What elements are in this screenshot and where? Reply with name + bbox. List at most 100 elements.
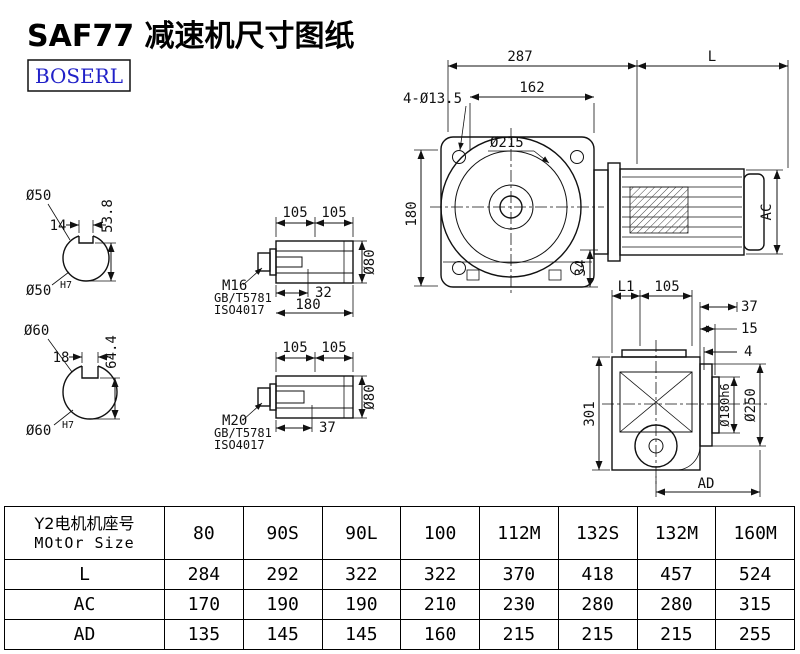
table-header-row: Y2电机机座号 MOtOr Size 80 90S 90L 100 112M 1… xyxy=(4,506,795,560)
fan-cover xyxy=(743,173,765,251)
value-cell: 322 xyxy=(400,559,480,590)
table-row-AC: AC 170 190 190 210 230 280 280 315 xyxy=(4,589,795,620)
dim-180-label: 180 xyxy=(404,201,420,226)
value-cell: 190 xyxy=(321,589,402,620)
dim-AC-label: AC xyxy=(759,204,775,221)
size-cell: 132S xyxy=(557,506,638,560)
bolt-head xyxy=(257,252,271,272)
dim-dia-50-label: Ø50 xyxy=(26,188,51,204)
value-cell: 457 xyxy=(636,559,717,590)
value-cell: 418 xyxy=(557,559,638,590)
shaft-section-50: 14 53.8 Ø50 Ø50 H7 xyxy=(26,188,116,299)
dim-301-label: 301 xyxy=(582,401,598,426)
value-cell: 315 xyxy=(715,589,795,620)
size-cell: 132M xyxy=(636,506,717,560)
value-cell: 292 xyxy=(242,559,323,590)
dim-bore-50-fit-label: H7 xyxy=(60,280,72,291)
motor-adapter xyxy=(593,169,609,255)
value-cell: 160 xyxy=(400,619,480,650)
dim-162-label: 162 xyxy=(519,80,544,96)
bolt-head xyxy=(257,387,271,407)
row-label-cell: L xyxy=(4,559,165,590)
dim-105a-m16-label: 105 xyxy=(282,205,307,221)
dim-105a-m20-label: 105 xyxy=(282,340,307,356)
size-cell: 90L xyxy=(321,506,402,560)
dim-dia-60-label: Ø60 xyxy=(24,323,49,339)
value-cell: 230 xyxy=(479,589,559,620)
dim-105b-m20-label: 105 xyxy=(321,340,346,356)
value-cell: 215 xyxy=(636,619,717,650)
page-title: SAF77 减速机尺寸图纸 xyxy=(27,19,355,54)
dim-spigot-dia-label: Ø180h6 xyxy=(718,383,732,426)
value-cell: 145 xyxy=(321,619,402,650)
dim-flange-dia-label: Ø215 xyxy=(490,135,524,151)
dim-287-label: 287 xyxy=(507,49,532,65)
motor-size-header-cell: Y2电机机座号 MOtOr Size xyxy=(4,506,165,560)
value-cell: 280 xyxy=(636,589,717,620)
dim-34-label: 34 xyxy=(573,260,589,277)
dim-L1-label: L1 xyxy=(618,279,635,295)
size-cell: 160M xyxy=(715,506,795,560)
value-cell: 322 xyxy=(321,559,402,590)
value-cell: 145 xyxy=(242,619,323,650)
dim-bore-60-fit-label: H7 xyxy=(62,420,74,431)
dimension-table: Y2电机机座号 MOtOr Size 80 90S 90L 100 112M 1… xyxy=(4,506,795,650)
row-label-cell: AC xyxy=(4,589,165,620)
hollow-shaft-detail-m20: 105 105 M20 GB/T5781 ISO4017 37 Ø80 xyxy=(214,340,378,452)
bolt-hole xyxy=(570,261,584,275)
dim-37-side-label: 37 xyxy=(741,299,758,315)
output-bore xyxy=(634,424,678,468)
thread-m20-label: M20 xyxy=(222,413,247,429)
dim-bore-60-label: Ø60 xyxy=(26,423,51,439)
shaft-section-60: 18 64.4 Ø60 Ø60 H7 xyxy=(24,323,120,439)
dim-105b-m16-label: 105 xyxy=(321,205,346,221)
value-cell: 524 xyxy=(715,559,795,590)
value-cell: 284 xyxy=(164,559,244,590)
bolt-hole xyxy=(570,150,584,164)
dim-keyh-60-label: 64.4 xyxy=(104,335,120,369)
motor-winding-hatch xyxy=(629,186,689,234)
value-cell: 280 xyxy=(557,589,638,620)
dim-dia80-m16-label: Ø80 xyxy=(362,249,378,274)
brand-logo-text: BOSERL xyxy=(35,64,123,88)
value-cell: 210 xyxy=(400,589,480,620)
std-gb-m20-label: GB/T5781 xyxy=(214,426,272,440)
std-gb-m16-label: GB/T5781 xyxy=(214,291,272,305)
dim-AD-label: AD xyxy=(698,476,715,492)
washer xyxy=(269,248,277,276)
dim-keyh-50-label: 53.8 xyxy=(100,199,116,233)
output-flange-plate xyxy=(699,363,713,447)
hollow-shaft-detail-m16: 105 105 M16 GB/T5781 ISO4017 32 180 Ø80 xyxy=(214,205,378,317)
row-label-cell: AD xyxy=(4,619,165,650)
value-cell: 190 xyxy=(242,589,323,620)
value-cell: 170 xyxy=(164,589,244,620)
dim-L-label: L xyxy=(708,49,716,65)
value-cell: 255 xyxy=(715,619,795,650)
dim-flange250-label: Ø250 xyxy=(743,388,759,422)
dim-keyw-50-label: 14 xyxy=(50,218,67,234)
dim-dia80-m20-label: Ø80 xyxy=(362,384,378,409)
brand-logo: BOSERL xyxy=(27,59,131,92)
dim-180-m16-label: 180 xyxy=(295,297,320,313)
value-cell: 215 xyxy=(479,619,559,650)
front-view-geometry xyxy=(430,128,765,296)
dim-32-label: 32 xyxy=(315,285,332,301)
size-cell: 100 xyxy=(400,506,480,560)
front-view-dimensions: 287 L 162 4-Ø13.5 Ø215 180 34 AC xyxy=(403,49,789,288)
dim-15-label: 15 xyxy=(741,321,758,337)
dim-bore-50-label: Ø50 xyxy=(26,283,51,299)
dim-4-label: 4 xyxy=(744,344,752,360)
size-cell: 90S xyxy=(242,506,323,560)
bolt-hole xyxy=(452,150,466,164)
thread-m16-label: M16 xyxy=(222,278,247,294)
value-cell: 215 xyxy=(557,619,638,650)
side-view-geometry xyxy=(602,340,770,484)
table-row-L: L 284 292 322 322 370 418 457 524 xyxy=(4,559,795,590)
motor-flange xyxy=(607,162,621,262)
dim-105-side-label: 105 xyxy=(654,279,679,295)
output-spigot xyxy=(711,376,720,434)
std-iso-m16-label: ISO4017 xyxy=(214,303,265,317)
bolt-hole xyxy=(452,261,466,275)
table-row-AD: AD 135 145 145 160 215 215 215 255 xyxy=(4,619,795,650)
dim-37-m20-label: 37 xyxy=(319,420,336,436)
